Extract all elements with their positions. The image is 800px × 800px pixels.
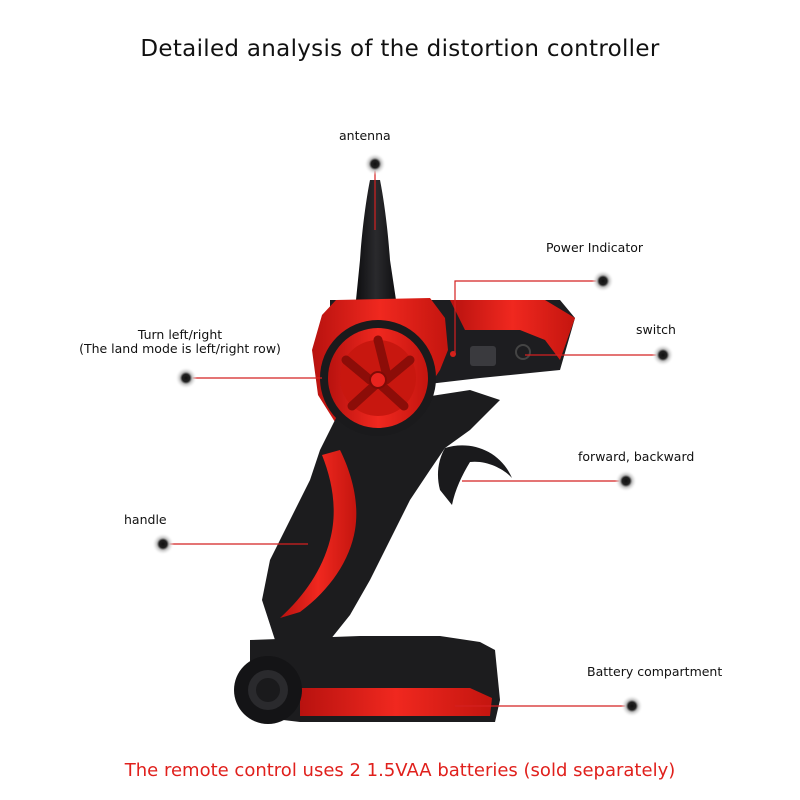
- callout-dots: [152, 153, 674, 717]
- steering-wheel: [320, 320, 436, 436]
- power-indicator-leader: [454, 280, 603, 354]
- battery-note: The remote control uses 2 1.5VAA batteri…: [124, 760, 676, 781]
- trigger: [437, 445, 512, 505]
- battery-dot: [621, 695, 643, 717]
- switch-part: [470, 346, 496, 366]
- forward-backward-dot: [615, 470, 637, 492]
- turn-label-line1: Turn left/right: [137, 327, 223, 342]
- forward-backward-label: forward, backward: [578, 449, 695, 464]
- callout-lines: [163, 170, 663, 707]
- antenna-part: [356, 180, 396, 300]
- turn-label: Turn left/right (The land mode is left/r…: [62, 327, 298, 357]
- power-button: [515, 344, 531, 360]
- battery-label: Battery compartment: [587, 664, 723, 679]
- grip-red-stripe: [280, 450, 357, 618]
- antenna-label: antenna: [339, 128, 391, 143]
- antenna-dot: [364, 153, 386, 175]
- handle-dot: [152, 533, 174, 555]
- page-title: Detailed analysis of the distortion cont…: [140, 36, 660, 62]
- power-indicator-dot: [592, 270, 614, 292]
- top-red-trim: [450, 300, 575, 360]
- turn-label-line2: (The land mode is left/right row): [79, 341, 281, 357]
- switch-label: switch: [636, 322, 676, 337]
- turn-dot: [175, 367, 197, 389]
- handle-label: handle: [124, 512, 167, 527]
- remote-controller: [234, 180, 575, 724]
- power-indicator-label: Power Indicator: [546, 240, 644, 255]
- switch-dot: [652, 344, 674, 366]
- battery-red-stripe: [300, 688, 492, 716]
